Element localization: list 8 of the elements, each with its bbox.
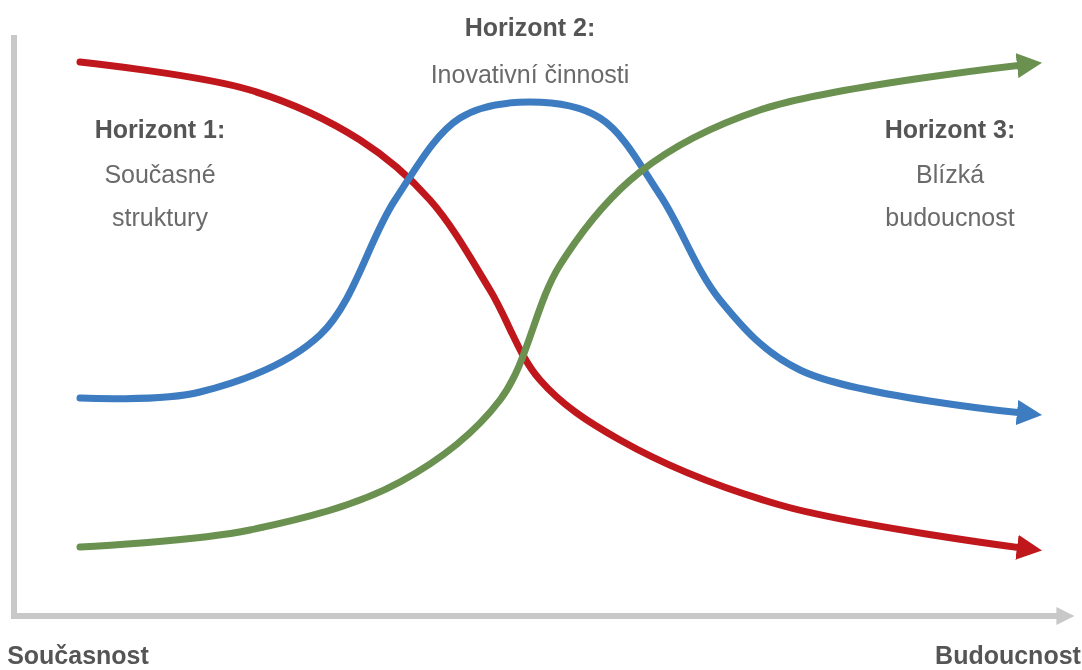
- axis-label: Současnost: [6, 640, 150, 670]
- description: Inovativní činnosti: [429, 59, 631, 90]
- heading: Horizont 3:: [883, 114, 1017, 145]
- heading: Horizont 2:: [463, 12, 597, 43]
- heading: Horizont 1:: [93, 114, 227, 145]
- description: Současné struktury: [103, 159, 217, 233]
- description: Blízká budoucnost: [884, 159, 1016, 233]
- axis-label: Budoucnost: [934, 640, 1082, 670]
